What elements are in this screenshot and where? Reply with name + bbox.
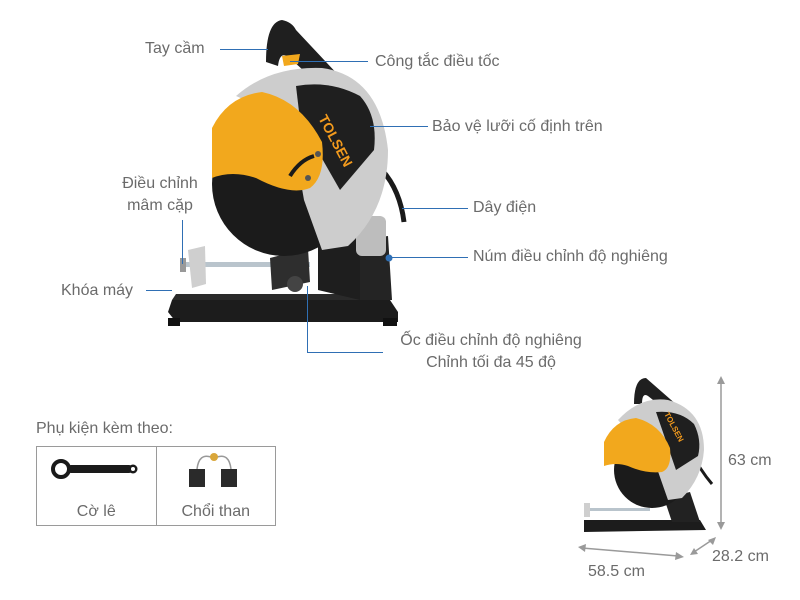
- callout-tilt-bolt: Ốc điều chỉnh độ nghiêng Chỉnh tối đa 45…: [384, 331, 598, 373]
- leader-line-power-cord: [402, 208, 468, 209]
- accessories-title: Phụ kiện kèm theo:: [36, 420, 173, 437]
- accessories-table: Cờ lê Chổi than: [36, 446, 276, 526]
- callout-handle: Tay cầm: [145, 40, 205, 57]
- callout-tilt-bolt-line1: Ốc điều chỉnh độ nghiêng: [400, 332, 582, 349]
- dimension-depth: 28.2 cm: [712, 548, 769, 565]
- callout-power-cord: Dây điện: [473, 199, 537, 216]
- accessory-wrench-label: Cờ lê: [76, 503, 116, 520]
- callout-tilt-knob: Núm điều chỉnh độ nghiêng: [473, 248, 668, 265]
- callout-clamp-adjust-line1: Điều chỉnh: [122, 175, 198, 192]
- leader-line-tilt-bolt-v: [307, 286, 308, 352]
- leader-line-handle: [220, 49, 268, 50]
- callout-upper-guard: Bảo vệ lưỡi cố định trên: [432, 118, 603, 135]
- leader-line-tilt-knob: [392, 257, 468, 258]
- leader-line-clamp-adjust: [182, 220, 183, 264]
- leader-line-tilt-bolt-h: [307, 352, 383, 353]
- leader-line-machine-lock: [146, 290, 172, 291]
- carbon-brush-icon: [188, 453, 237, 487]
- accessory-wrench: Cờ lê: [37, 447, 156, 525]
- callout-machine-lock: Khóa máy: [61, 282, 134, 299]
- callout-speed-switch: Công tắc điều tốc: [375, 53, 500, 70]
- dimension-height: 63 cm: [728, 452, 772, 469]
- callout-clamp-adjust-line2: mâm cặp: [127, 197, 193, 214]
- wrench-icon: [51, 459, 138, 479]
- callout-clamp-adjust: Điều chỉnh mâm cặp: [112, 174, 208, 216]
- accessory-carbon-brush-label: Chổi than: [181, 503, 251, 520]
- callout-tilt-bolt-line2: Chỉnh tối đa 45 độ: [426, 354, 556, 371]
- dimension-width: 58.5 cm: [588, 563, 645, 580]
- leader-line-speed-switch: [290, 61, 368, 62]
- leader-line-upper-guard: [370, 126, 428, 127]
- accessory-carbon-brush: Chổi than: [155, 447, 276, 525]
